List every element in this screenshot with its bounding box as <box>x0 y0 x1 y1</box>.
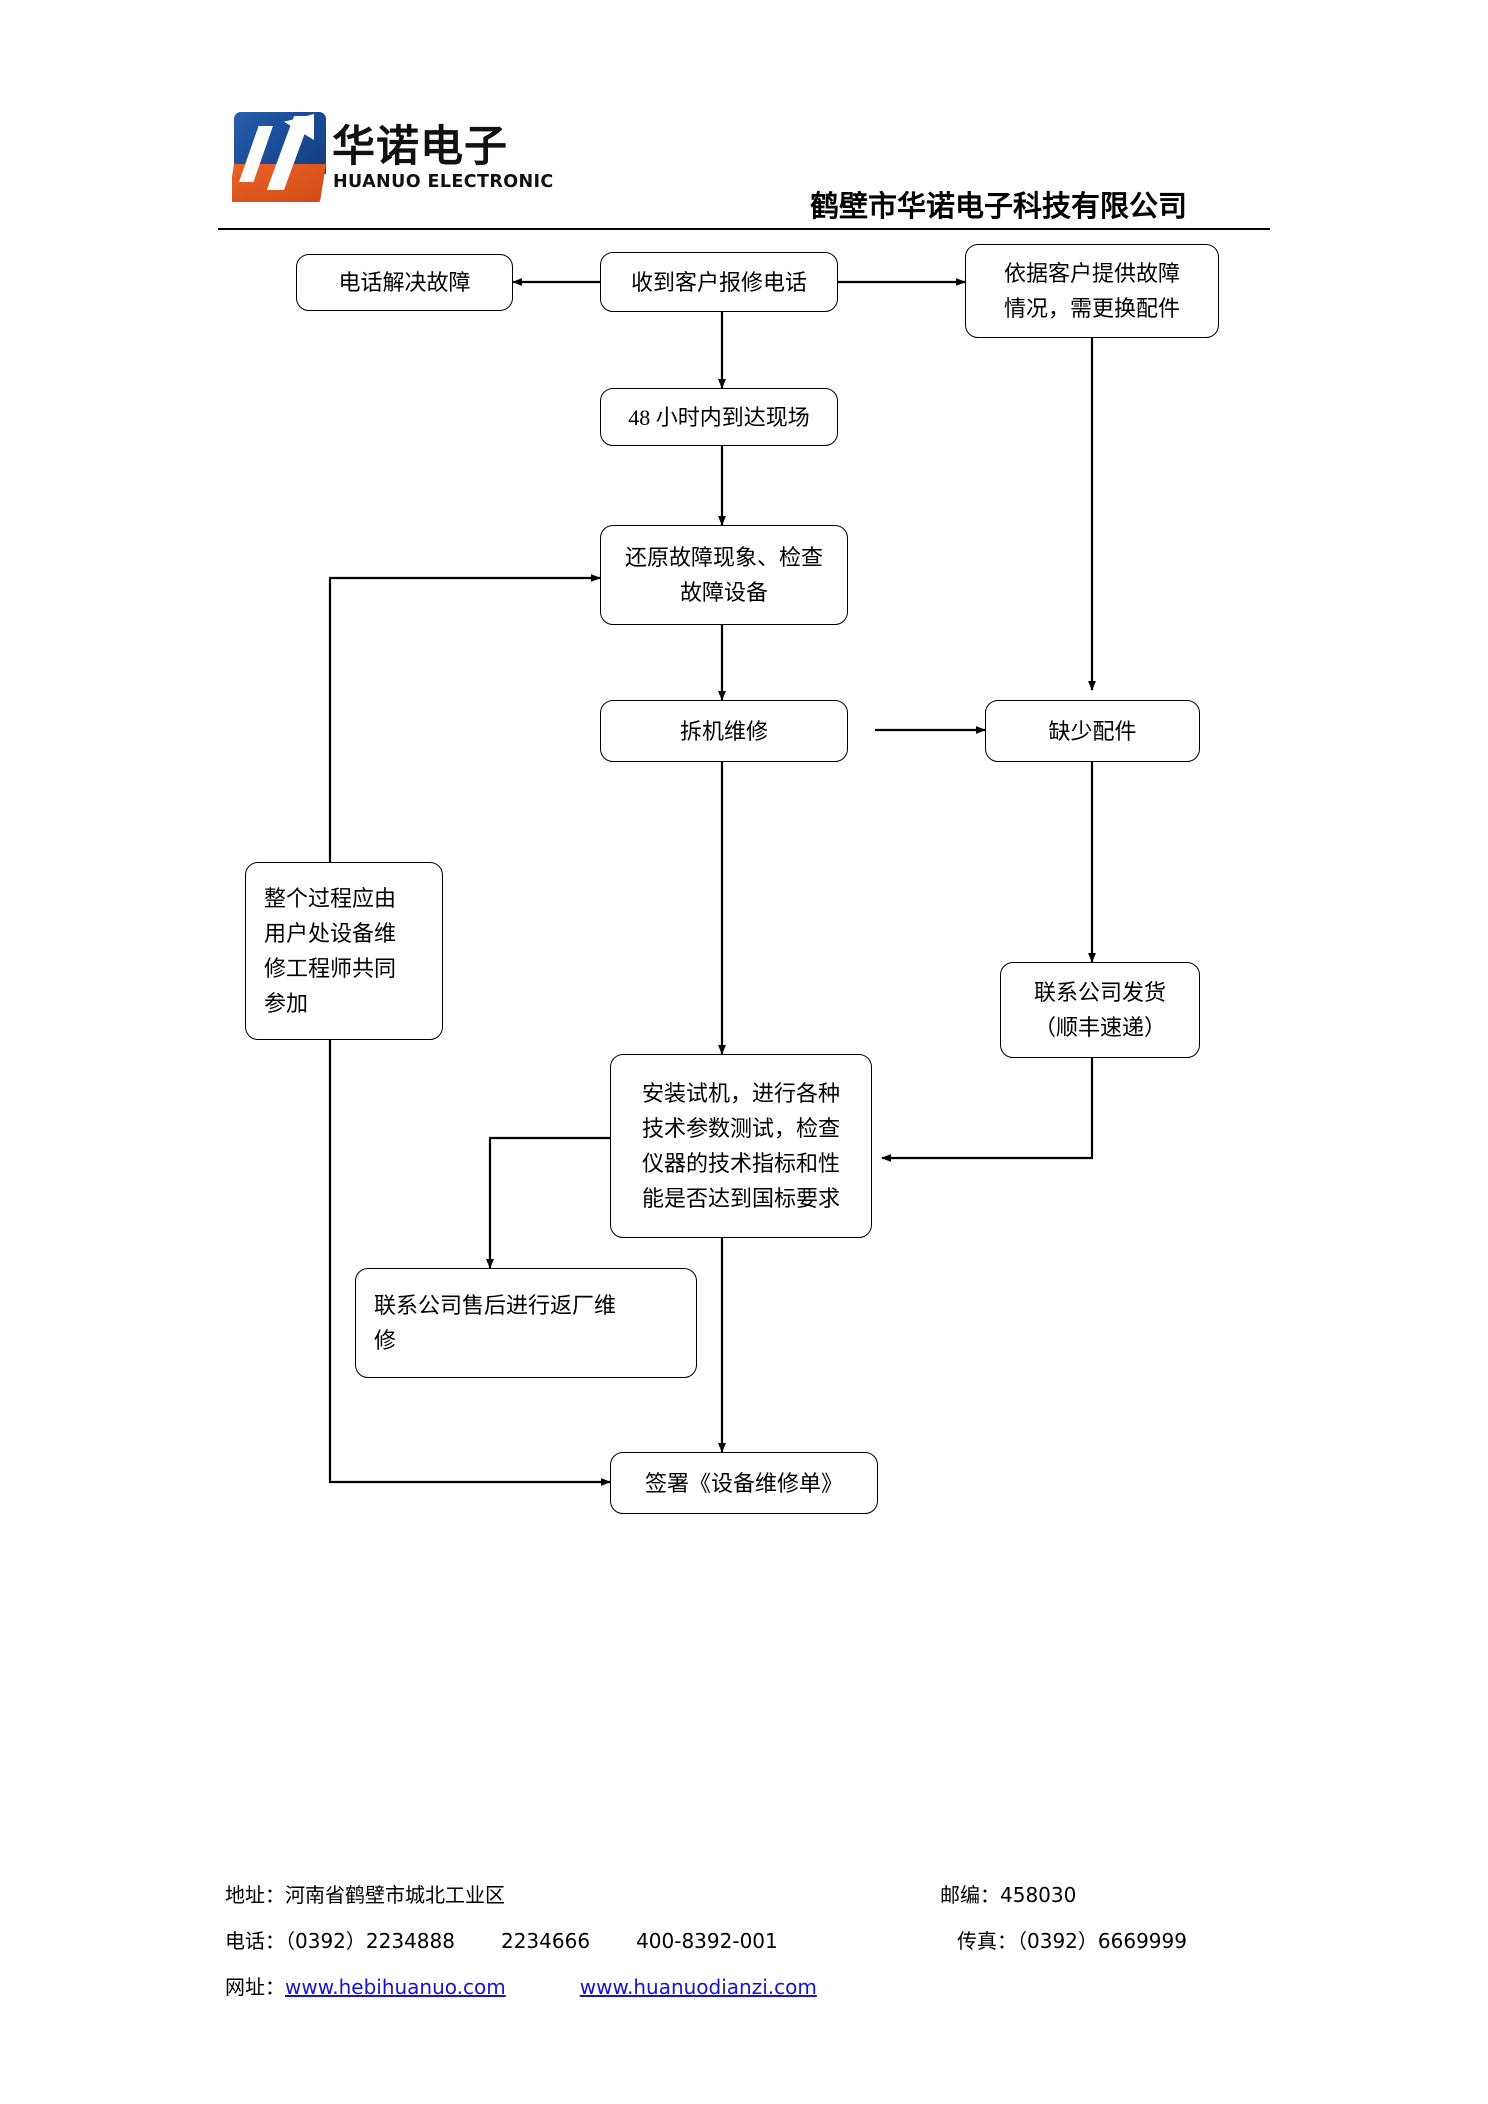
flow-node-label: 签署《设备维修单》 <box>644 1470 843 1496</box>
flow-node-label: 联系公司发货 （顺丰速递） <box>1033 980 1166 1040</box>
address-value: 河南省鹤壁市城北工业区 <box>285 1883 505 1907</box>
header-divider <box>218 228 1270 230</box>
flow-node-label: 还原故障现象、检查 故障设备 <box>624 545 823 605</box>
logo-chinese-name: 华诺电子 <box>332 122 508 172</box>
flow-node-label: 缺少配件 <box>1048 718 1137 744</box>
postcode-label: 邮编： <box>940 1883 1000 1907</box>
flow-node-receive-call[interactable]: 收到客户报修电话 <box>600 252 838 312</box>
flow-node-label: 整个过程应由 用户处设备维 修工程师共同 参加 <box>264 886 397 1016</box>
website-link-2[interactable]: www.huanuodianzi.com <box>579 1975 817 1999</box>
flow-node-arrive-48h[interactable]: 48 小时内到达现场 <box>600 388 838 446</box>
flow-node-company-ship[interactable]: 联系公司发货 （顺丰速递） <box>1000 962 1200 1058</box>
phone-label: 电话： <box>225 1929 285 1953</box>
footer-row-phone: 电话：（0392）2234888 2234666 400-8392-001 传真：（… <box>225 1918 1285 1964</box>
flow-node-label: 联系公司售后进行返厂维 修 <box>374 1293 617 1353</box>
page-title: 鹤壁市华诺电子科技有限公司 <box>810 189 1188 223</box>
flow-node-engineer-note[interactable]: 整个过程应由 用户处设备维 修工程师共同 参加 <box>245 862 443 1040</box>
phone-number-3: 400-8392-001 <box>636 1929 778 1953</box>
address-label: 地址： <box>225 1883 285 1907</box>
postcode-value: 458030 <box>1000 1883 1077 1907</box>
footer-row-address: 地址：河南省鹤壁市城北工业区 邮编：458030 <box>225 1872 1285 1918</box>
flow-node-install-test[interactable]: 安装试机，进行各种 技术参数测试，检查 仪器的技术指标和性 能是否达到国标要求 <box>610 1054 872 1238</box>
fax-value: （0392）6669999 <box>1017 1929 1187 1953</box>
footer-contact-block: 地址：河南省鹤壁市城北工业区 邮编：458030 电话：（0392）223488… <box>225 1872 1285 2010</box>
website-label: 网址： <box>225 1975 285 1999</box>
flow-node-phone-fix[interactable]: 电话解决故障 <box>296 254 513 311</box>
flow-node-restore-check[interactable]: 还原故障现象、检查 故障设备 <box>600 525 848 625</box>
flow-node-label: 依据客户提供故障 情况，需更换配件 <box>1003 261 1180 321</box>
flow-node-label: 48 小时内到达现场 <box>628 404 810 430</box>
address-line: 地址：河南省鹤壁市城北工业区 <box>225 1872 505 1918</box>
phone-number-2: 2234666 <box>500 1929 591 1953</box>
flow-node-label: 收到客户报修电话 <box>630 269 807 295</box>
website-link-1[interactable]: www.hebihuanuo.com <box>285 1975 506 1999</box>
flow-node-missing-parts[interactable]: 缺少配件 <box>985 700 1200 762</box>
flow-node-label: 电话解决故障 <box>338 270 471 295</box>
flow-node-need-parts[interactable]: 依据客户提供故障 情况，需更换配件 <box>965 244 1219 338</box>
flow-node-return-factory[interactable]: 联系公司售后进行返厂维 修 <box>355 1268 697 1378</box>
phone-line: 电话：（0392）2234888 2234666 400-8392-001 <box>225 1918 778 1964</box>
logo-english-name: HUANUO ELECTRONIC <box>333 172 554 192</box>
logo-mark-icon <box>232 112 328 202</box>
company-logo: 华诺电子 HUANUO ELECTRONIC <box>232 112 568 202</box>
fax-label: 传真： <box>957 1929 1017 1953</box>
phone-number-1: （0392）2234888 <box>285 1929 455 1953</box>
flow-node-label: 安装试机，进行各种 技术参数测试，检查 仪器的技术指标和性 能是否达到国标要求 <box>641 1081 840 1211</box>
footer-row-website: 网址：www.hebihuanuo.com www.huanuodianzi.co… <box>225 1964 1285 2010</box>
postcode-line: 邮编：458030 <box>940 1872 1076 1918</box>
flow-node-disassemble[interactable]: 拆机维修 <box>600 700 848 762</box>
website-line: 网址：www.hebihuanuo.com www.huanuodianzi.co… <box>225 1964 817 2010</box>
fax-line: 传真：（0392）6669999 <box>957 1918 1187 1964</box>
flow-node-label: 拆机维修 <box>679 718 768 744</box>
flow-node-sign-order[interactable]: 签署《设备维修单》 <box>610 1452 878 1514</box>
